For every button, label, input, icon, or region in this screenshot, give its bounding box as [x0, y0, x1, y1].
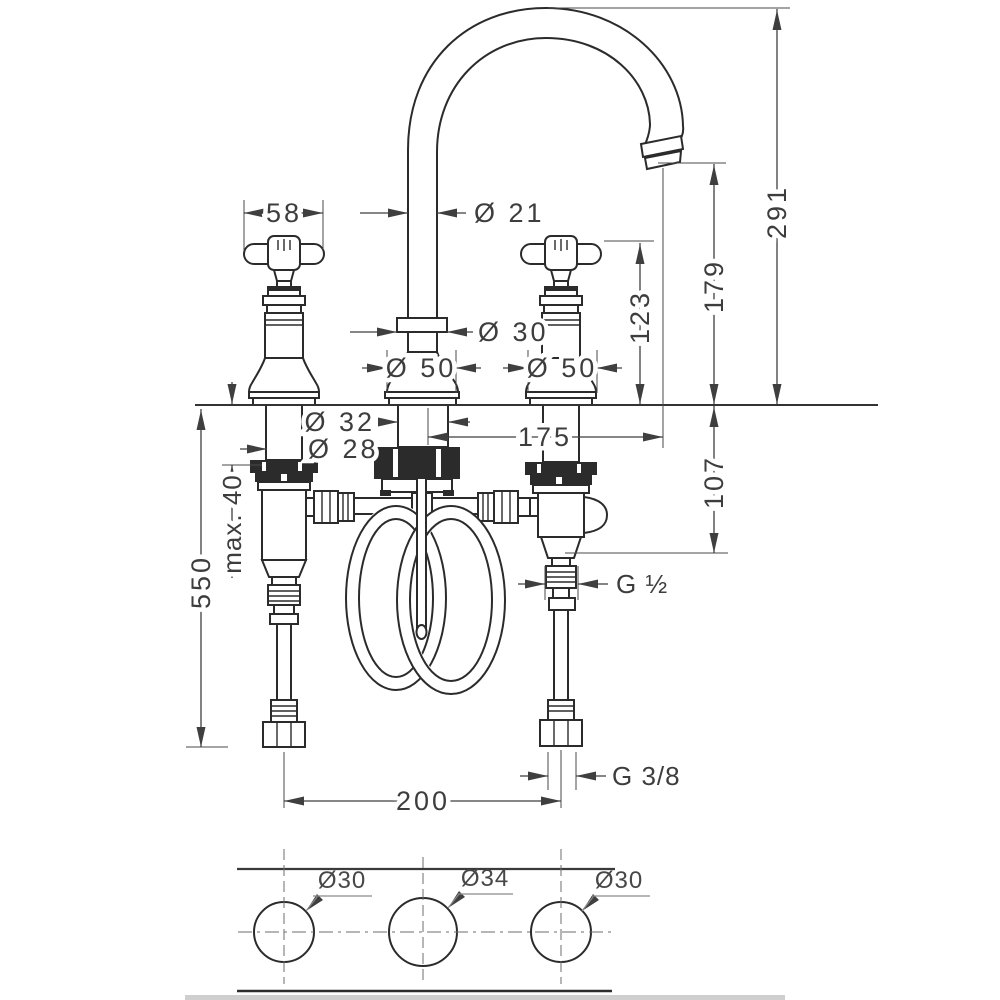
dim-spout-shank-diameter: Ø 32: [304, 407, 375, 437]
dim-outlet-height: 179: [699, 259, 729, 313]
spout-shank: [397, 404, 449, 448]
dim-spout-base-diameter: Ø 50: [386, 353, 457, 383]
right-handle: [520, 235, 602, 406]
aerator-tip: [643, 149, 683, 171]
spout-collar: [396, 317, 448, 333]
dim-collar-diameter: Ø 30: [478, 317, 549, 347]
right-valve-assembly: [525, 462, 609, 747]
dim-handle-height: 123: [625, 290, 655, 344]
hole-right-label: Ø30: [595, 867, 643, 894]
image-footer-strip: [185, 995, 785, 1000]
dim-spout-diameter: Ø 21: [474, 198, 545, 228]
pop-up-assembly: [374, 447, 460, 496]
hole-pattern-view: Ø30 Ø34 Ø30: [237, 849, 650, 993]
dim-total-height: 291: [762, 185, 792, 239]
dim-hole-spacing: 200: [396, 786, 450, 816]
dim-connection-thread: G ½: [616, 569, 668, 599]
dimension-annotations: 58 Ø 21 Ø 30 Ø 50 Ø 50 Ø 32: [182, 7, 797, 821]
left-handle-shank: [265, 404, 303, 461]
dim-supply-thread: G 3/8: [612, 761, 681, 791]
left-handle: [243, 235, 325, 406]
hole-middle-label: Ø34: [461, 865, 509, 892]
left-handle-base-bell: [247, 357, 321, 393]
dim-below-deck-height: 107: [699, 455, 729, 509]
aerator: [639, 134, 685, 159]
dim-max-mounting-thickness: max. 40: [217, 474, 247, 574]
hose-loops: [345, 504, 506, 695]
dim-handle-shank-diameter: Ø 28: [308, 434, 379, 464]
below-deck-assembly: [250, 404, 609, 748]
dim-spout-reach: 175: [518, 422, 572, 452]
dim-handle-width: 58: [266, 198, 302, 228]
left-valve-assembly: [250, 460, 318, 748]
pop-up-rod: [415, 477, 428, 640]
spout: [384, 6, 685, 406]
dim-handle-base-diameter: Ø 50: [527, 353, 598, 383]
hole-left-label: Ø30: [318, 867, 366, 894]
dim-hose-length: 550: [186, 555, 216, 609]
